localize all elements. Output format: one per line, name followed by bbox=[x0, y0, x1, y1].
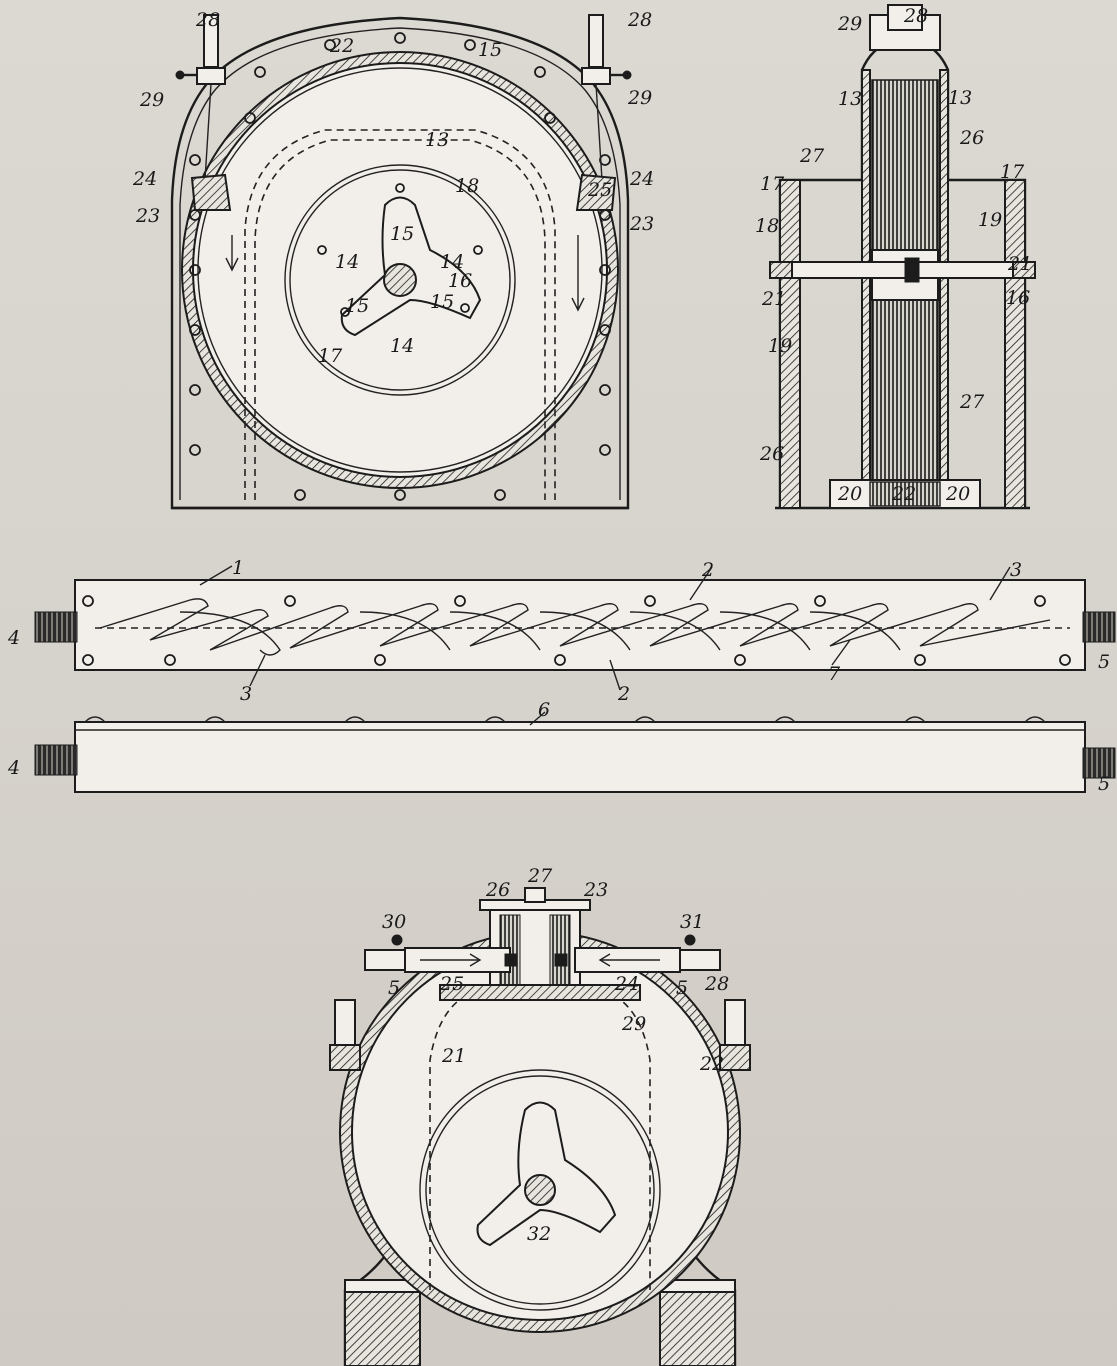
label: 16 bbox=[448, 270, 472, 292]
label: 22 bbox=[329, 35, 354, 57]
label: 25 bbox=[439, 973, 464, 995]
label: 19 bbox=[768, 335, 792, 357]
figure-c-channel-plate: 1 2 3 4 5 3 2 7 bbox=[7, 557, 1116, 705]
label: 18 bbox=[755, 215, 779, 237]
label: 17 bbox=[318, 345, 343, 367]
figure-a-front-section: 28 22 15 28 29 29 13 24 24 18 25 23 23 1… bbox=[132, 9, 654, 510]
label: 6 bbox=[538, 699, 550, 721]
label: 17 bbox=[1000, 161, 1025, 183]
label: 29 bbox=[627, 87, 652, 109]
label: 29 bbox=[139, 89, 164, 111]
label: 24 bbox=[132, 168, 157, 190]
figure-d-plate-side: 6 4 5 bbox=[7, 699, 1116, 795]
label: 14 bbox=[335, 251, 359, 273]
label: 26 bbox=[485, 879, 510, 901]
label: 1 bbox=[232, 557, 244, 579]
label: 28 bbox=[704, 973, 729, 995]
label: 20 bbox=[837, 483, 862, 505]
label: 15 bbox=[345, 295, 369, 317]
label: 21 bbox=[1007, 253, 1032, 275]
label: 27 bbox=[799, 145, 825, 167]
label: 5 bbox=[388, 977, 400, 999]
label: 5 bbox=[1098, 773, 1110, 795]
label: 28 bbox=[903, 5, 928, 27]
label: 26 bbox=[759, 443, 784, 465]
label: 14 bbox=[440, 251, 464, 273]
label: 19 bbox=[978, 209, 1002, 231]
label: 27 bbox=[959, 391, 985, 413]
label: 31 bbox=[680, 911, 704, 933]
label: 13 bbox=[425, 129, 449, 151]
label: 14 bbox=[390, 335, 414, 357]
label: 4 bbox=[7, 627, 20, 649]
label: 23 bbox=[583, 879, 608, 901]
label: 22 bbox=[699, 1053, 724, 1075]
label: 29 bbox=[621, 1013, 646, 1035]
label: 25 bbox=[587, 179, 612, 201]
label: 27 bbox=[527, 865, 553, 887]
label: 5 bbox=[1098, 651, 1110, 673]
label: 13 bbox=[838, 88, 862, 110]
figure-e-end-view: 26 27 23 30 31 5 25 24 5 28 29 21 22 32 bbox=[329, 865, 751, 1366]
label: 17 bbox=[760, 173, 785, 195]
label: 4 bbox=[7, 757, 20, 779]
label: 15 bbox=[478, 39, 502, 61]
label: 29 bbox=[837, 13, 862, 35]
label: 32 bbox=[527, 1223, 551, 1245]
label: 2 bbox=[617, 683, 630, 705]
label: 24 bbox=[614, 973, 639, 995]
label: 3 bbox=[240, 683, 252, 705]
label: 5 bbox=[676, 977, 688, 999]
figure-b-side-section: 29 28 13 13 26 27 17 17 18 19 21 21 16 1… bbox=[755, 4, 1036, 510]
label: 26 bbox=[959, 127, 984, 149]
label: 20 bbox=[945, 483, 970, 505]
label: 30 bbox=[382, 911, 406, 933]
label: 3 bbox=[1010, 559, 1022, 581]
label: 13 bbox=[948, 87, 972, 109]
label: 7 bbox=[828, 663, 841, 685]
label: 18 bbox=[455, 175, 479, 197]
label: 28 bbox=[195, 9, 220, 31]
label: 22 bbox=[891, 483, 916, 505]
label: 28 bbox=[627, 9, 652, 31]
label: 23 bbox=[629, 213, 654, 235]
label: 24 bbox=[629, 168, 654, 190]
label: 23 bbox=[135, 205, 160, 227]
label: 2 bbox=[701, 559, 714, 581]
label: 21 bbox=[761, 288, 786, 310]
label: 15 bbox=[430, 291, 454, 313]
label: 16 bbox=[1006, 287, 1030, 309]
label: 15 bbox=[390, 223, 414, 245]
label: 21 bbox=[441, 1045, 466, 1067]
